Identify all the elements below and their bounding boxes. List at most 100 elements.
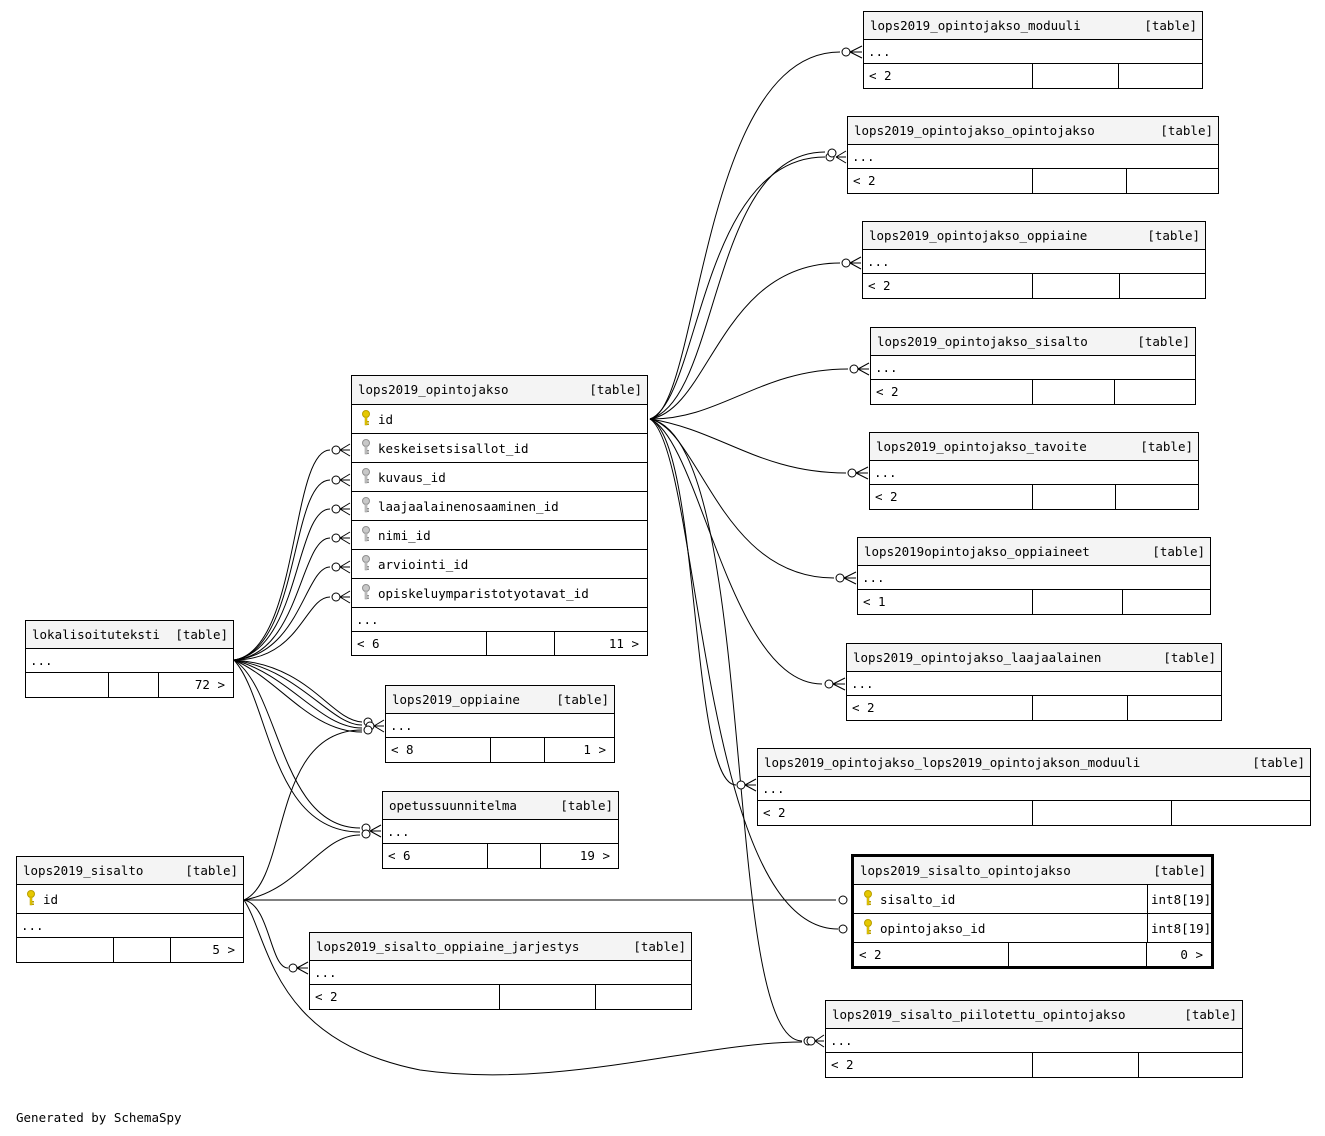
marker-oppiaineet bbox=[835, 573, 845, 583]
table-name: lops2019_opintojakso_opintojakso bbox=[854, 123, 1095, 138]
columns-ellipsis: ... bbox=[30, 653, 53, 668]
footer-parents: < 2 bbox=[315, 989, 338, 1004]
footer-parents: < 2 bbox=[876, 384, 899, 399]
marker-tavoite bbox=[847, 468, 857, 478]
key-icon bbox=[864, 919, 872, 935]
marker-op-1 bbox=[363, 717, 373, 727]
edge-opintojakso-oppiaine bbox=[649, 262, 841, 420]
columns-ellipsis: ... bbox=[356, 612, 379, 627]
marker-ops-1 bbox=[361, 823, 371, 833]
column-row[interactable]: keskeisetsisallot_id bbox=[352, 434, 647, 463]
table-lops2019-sisalto-opintojakso[interactable]: lops2019_sisalto_opintojakso[table] sisa… bbox=[851, 854, 1214, 969]
table-lops2019-opintojakso-sisalto[interactable]: lops2019_opintojakso_sisalto[table] ... … bbox=[870, 327, 1196, 405]
table-name: lops2019_oppiaine bbox=[392, 692, 520, 707]
footer-parents: < 6 bbox=[388, 848, 411, 863]
edge-opintojakso-opintojakson-moduuli bbox=[649, 418, 737, 786]
edge-opintojakso-sisalto-opintojakso bbox=[649, 418, 839, 930]
table-lops2019-opintojakso-oppiaine[interactable]: lops2019_opintojakso_oppiaine[table] ...… bbox=[862, 221, 1206, 299]
edge-lok-oppiaine-4 bbox=[233, 659, 363, 733]
marker-so-2 bbox=[838, 924, 848, 934]
table-name: lops2019_sisalto bbox=[23, 863, 144, 878]
edge-lok-ops-2 bbox=[233, 659, 361, 833]
footer-parents: < 2 bbox=[875, 489, 898, 504]
column-row[interactable]: laajaalainenosaaminen_id bbox=[352, 492, 647, 521]
table-type: [table] bbox=[560, 798, 613, 813]
table-lops2019-sisalto-oppiaine-jarjestys[interactable]: lops2019_sisalto_oppiaine_jarjestys[tabl… bbox=[309, 932, 692, 1010]
table-lops2019-opintojakso-lops2019-opintojakson-moduuli[interactable]: lops2019_opintojakso_lops2019_opintojaks… bbox=[757, 748, 1311, 826]
column-name: keskeisetsisallot_id bbox=[378, 441, 529, 456]
table-lops2019-opintojakso[interactable]: lops2019_opintojakso [table] id keskeiset… bbox=[351, 375, 648, 656]
marker-op-2 bbox=[365, 721, 375, 731]
marker-k4 bbox=[331, 533, 341, 543]
edge-opintojakso-moduuli bbox=[649, 51, 841, 420]
table-type: [table] bbox=[175, 627, 228, 642]
edge-sisalto-oppiaine bbox=[243, 729, 363, 901]
footer-children: 0 > bbox=[1180, 947, 1203, 962]
table-lops2019-opintojakso-moduuli[interactable]: lops2019_opintojakso_moduuli[table] ... … bbox=[863, 11, 1203, 89]
columns-ellipsis: ... bbox=[852, 149, 875, 164]
key-icon bbox=[362, 497, 370, 513]
footer-parents: < 2 bbox=[853, 173, 876, 188]
footer-children: 19 > bbox=[579, 848, 610, 863]
edge-sisalto-jarjestys bbox=[243, 899, 289, 969]
marker-ops-2 bbox=[361, 829, 371, 839]
column-row[interactable]: id bbox=[352, 405, 647, 434]
table-lops2019-opintojakso-opintojakso[interactable]: lops2019_opintojakso_opintojakso[table] … bbox=[847, 116, 1219, 194]
footer-children: 11 > bbox=[608, 636, 639, 651]
columns-ellipsis: ... bbox=[21, 918, 44, 933]
table-type: [table] bbox=[185, 863, 238, 878]
table-type: [table] bbox=[589, 382, 642, 397]
column-name: opintojakso_id bbox=[880, 921, 986, 936]
column-row[interactable]: arviointi_id bbox=[352, 550, 647, 579]
edge-lok-oppiaine-3 bbox=[233, 659, 363, 729]
table-type: [table] bbox=[1140, 439, 1193, 454]
table-name: lops2019_opintojakso_laajaalainen bbox=[853, 650, 1102, 665]
columns-ellipsis: ... bbox=[830, 1033, 853, 1048]
table-lops2019-opintojakso-tavoite[interactable]: lops2019_opintojakso_tavoite[table] ... … bbox=[869, 432, 1199, 510]
column-row[interactable]: opiskeluymparistotyotavat_id bbox=[352, 579, 647, 608]
key-icon bbox=[362, 584, 370, 600]
marker-piil-1 bbox=[803, 1036, 813, 1046]
column-row[interactable]: id bbox=[17, 885, 243, 914]
edge-lok-laaja bbox=[233, 508, 331, 661]
table-lops2019opintojakso-oppiaineet[interactable]: lops2019opintojakso_oppiaineet[table] ..… bbox=[857, 537, 1211, 615]
columns-ellipsis: ... bbox=[851, 676, 874, 691]
column-name: sisalto_id bbox=[880, 892, 956, 907]
column-row[interactable]: opintojakso_id int8[19] bbox=[854, 914, 1211, 943]
column-row[interactable]: kuvaus_id bbox=[352, 463, 647, 492]
columns-ellipsis: ... bbox=[762, 781, 785, 796]
column-name: laajaalainenosaaminen_id bbox=[378, 499, 559, 514]
edge-lok-kuvaus bbox=[233, 479, 331, 661]
columns-ellipsis: ... bbox=[867, 254, 890, 269]
edge-lok-nimi bbox=[233, 537, 331, 661]
edge-lok-opiskelu bbox=[233, 596, 331, 661]
table-lokalisoituteksti[interactable]: lokalisoituteksti[table] ... 72 > bbox=[25, 620, 234, 698]
footer-parents: < 2 bbox=[763, 805, 786, 820]
table-lops2019-opintojakso-laajaalainen[interactable]: lops2019_opintojakso_laajaalainen[table]… bbox=[846, 643, 1222, 721]
table-name: lops2019_opintojakso_lops2019_opintojaks… bbox=[764, 755, 1141, 770]
table-lops2019-sisalto[interactable]: lops2019_sisalto[table] id ... 5 > bbox=[16, 856, 244, 963]
edge-lok-oppiaine-1 bbox=[233, 659, 363, 723]
table-type: [table] bbox=[556, 692, 609, 707]
table-name: lops2019_sisalto_opintojakso bbox=[860, 863, 1071, 878]
column-type: int8[19] bbox=[1147, 914, 1211, 942]
footer-parents: < 6 bbox=[357, 636, 380, 651]
table-name: lokalisoituteksti bbox=[32, 627, 160, 642]
table-type: [table] bbox=[1160, 123, 1213, 138]
generated-by-label: Generated by SchemaSpy bbox=[16, 1110, 182, 1125]
table-name: lops2019_opintojakso bbox=[358, 382, 509, 397]
marker-so-1 bbox=[838, 895, 848, 905]
edge-opintojakso-laajaalainen bbox=[649, 418, 823, 685]
footer-parents: < 2 bbox=[831, 1057, 854, 1072]
edge-opintojakso-opintojakso-a bbox=[649, 156, 826, 420]
column-row[interactable]: sisalto_id int8[19] bbox=[854, 885, 1211, 914]
table-type: [table] bbox=[633, 939, 686, 954]
table-lops2019-sisalto-piilotettu-opintojakso[interactable]: lops2019_sisalto_piilotettu_opintojakso[… bbox=[825, 1000, 1243, 1078]
edge-sisalto-ops bbox=[243, 834, 361, 901]
key-icon bbox=[362, 468, 370, 484]
column-type: int8[19] bbox=[1147, 885, 1211, 913]
column-row[interactable]: nimi_id bbox=[352, 521, 647, 550]
marker-k1 bbox=[331, 445, 341, 455]
